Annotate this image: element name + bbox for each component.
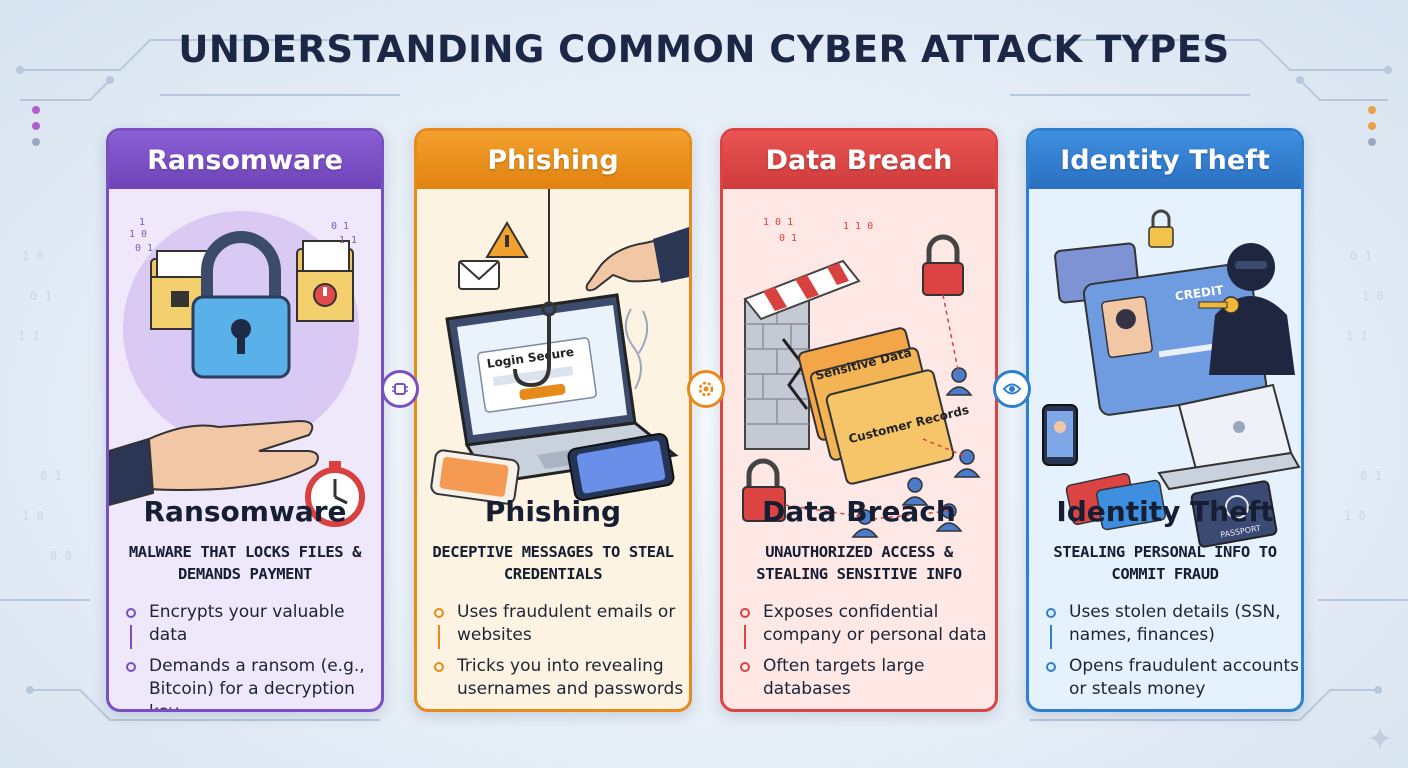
list-item: Uses stolen details (SSN, names, finance…	[1043, 601, 1301, 649]
card-header: Ransomware	[109, 131, 381, 189]
list-item: Uses fraudulent emails or websites	[431, 601, 689, 649]
firewall-icon	[743, 259, 861, 450]
bullet-dot	[740, 662, 750, 672]
list-item: Encrypts your valuable data	[123, 601, 381, 649]
phone-icon	[430, 432, 675, 505]
hand-icon	[109, 419, 319, 507]
gear-icon	[687, 370, 725, 408]
bullet-dot	[1046, 608, 1056, 618]
card-header-label: Identity Theft	[1060, 144, 1270, 176]
bullet-dot	[126, 662, 136, 672]
bullet-text: Encrypts your valuable data	[149, 602, 345, 645]
phone-icon	[1042, 404, 1078, 466]
card-header: Identity Theft	[1029, 131, 1301, 189]
card-title: Identity Theft	[1056, 495, 1274, 528]
svg-text:0 1: 0 1	[30, 289, 52, 303]
svg-text:1 1: 1 1	[1346, 329, 1368, 343]
bullet-list: Encrypts your valuable data Demands a ra…	[123, 601, 381, 712]
illustration-credit-label: CREDIT	[1174, 283, 1225, 304]
svg-text:1 0: 1 0	[1344, 509, 1366, 523]
user-icon	[851, 367, 981, 538]
bullet-text: Opens fraudulent accounts or steals mone…	[1069, 656, 1300, 699]
card-header-label: Data Breach	[765, 144, 953, 176]
padlock-icon	[742, 234, 964, 522]
card-title: Data Breach	[762, 495, 956, 528]
bullet-text: Tricks you into revealing usernames and …	[457, 656, 684, 699]
card-data-breach: Data Breach S	[720, 128, 998, 712]
card-subtitle: DECEPTIVE MESSAGES TO STEAL CREDENTIALS	[432, 543, 674, 583]
lock-eye-icon	[993, 370, 1031, 408]
card-title: Ransomware	[143, 495, 347, 528]
svg-text:1 0: 1 0	[129, 229, 147, 240]
svg-text:1 1: 1 1	[18, 329, 40, 343]
card-identity-theft: Identity Theft CREDIT	[1026, 128, 1304, 712]
svg-text:0 1: 0 1	[1360, 469, 1382, 483]
list-item: Demands a ransom (e.g., Bitcoin) for a d…	[123, 655, 381, 712]
key-icon	[1198, 296, 1240, 314]
svg-text:0 1: 0 1	[1350, 249, 1372, 263]
list-item: Often targets large databases	[737, 655, 995, 701]
card-title: Phishing	[484, 495, 622, 528]
bullet-list: Uses fraudulent emails or websites Trick…	[431, 601, 689, 709]
thief-icon	[1209, 243, 1295, 375]
svg-text:1 0: 1 0	[22, 509, 44, 523]
svg-text:1 1 0: 1 1 0	[843, 221, 873, 232]
identity-theft-illustration: CREDIT	[1029, 189, 1301, 599]
list-item: Opens fraudulent accounts or steals mone…	[1043, 655, 1301, 701]
svg-text:0 1: 0 1	[331, 221, 349, 232]
warning-icon	[485, 221, 529, 258]
chip-icon	[381, 370, 419, 408]
phishing-illustration: Login Secure	[417, 189, 689, 599]
bullet-dot	[740, 608, 750, 618]
svg-text:1 0: 1 0	[22, 249, 44, 263]
svg-text:0 0: 0 0	[50, 549, 72, 563]
bullet-text: Demands a ransom (e.g., Bitcoin) for a d…	[149, 656, 365, 712]
bullet-text: Uses fraudulent emails or websites	[457, 602, 676, 645]
folder-icon: Sensitive Data Customer Records	[798, 327, 970, 485]
card-ransomware: Ransomware	[106, 128, 384, 712]
svg-text:0 1: 0 1	[40, 469, 62, 483]
card-phishing: Phishing Login Secure	[414, 128, 692, 712]
bullet-text: Often targets large databases	[763, 656, 925, 699]
ransomware-illustration: 1 0 0 1 1 0 1 1 1	[109, 189, 381, 599]
svg-text:1 1: 1 1	[339, 235, 357, 246]
padlock-icon	[1148, 209, 1174, 248]
svg-text:0 1: 0 1	[135, 243, 153, 254]
bullet-text: Exposes confidential company or personal…	[763, 602, 987, 645]
credit-card-icon	[1065, 472, 1166, 531]
svg-text:1 0 1: 1 0 1	[763, 217, 793, 228]
card-header-label: Phishing	[487, 144, 619, 176]
card-header: Data Breach	[723, 131, 995, 189]
bullet-text: Uses stolen details (SSN, names, finance…	[1069, 602, 1281, 645]
email-icon	[458, 260, 500, 290]
bullet-dot	[1046, 662, 1056, 672]
card-subtitle: UNAUTHORIZED ACCESS & STEALING SENSITIVE…	[756, 543, 962, 583]
bullet-dot	[434, 662, 444, 672]
card-subtitle: MALWARE THAT LOCKS FILES & DEMANDS PAYME…	[128, 543, 362, 583]
fishing-hook-icon	[513, 189, 557, 388]
bullet-dot	[434, 608, 444, 618]
padlock-icon	[191, 231, 291, 379]
page-title: UNDERSTANDING COMMON CYBER ATTACK TYPES	[178, 28, 1230, 71]
sparkle-icon	[1368, 726, 1392, 750]
bullet-list: Uses stolen details (SSN, names, finance…	[1043, 601, 1301, 709]
card-header-label: Ransomware	[147, 144, 343, 176]
bullet-dot	[126, 608, 136, 618]
hand-icon	[585, 227, 689, 292]
svg-text:1: 1	[139, 217, 145, 228]
passport-icon: PASSPORT	[1190, 480, 1278, 548]
stopwatch-icon	[305, 461, 365, 527]
laptop-icon	[1157, 383, 1301, 491]
svg-text:1 0: 1 0	[1362, 289, 1384, 303]
list-item: Exposes confidential company or personal…	[737, 601, 995, 649]
card-header: Phishing	[417, 131, 689, 189]
bullet-list: Exposes confidential company or personal…	[737, 601, 995, 709]
card-subtitle: STEALING PERSONAL INFO TO COMMIT FRAUD	[1053, 543, 1277, 583]
list-item: Tricks you into revealing usernames and …	[431, 655, 689, 701]
warning-folder-icon	[296, 240, 354, 322]
svg-text:0 1: 0 1	[779, 233, 797, 244]
